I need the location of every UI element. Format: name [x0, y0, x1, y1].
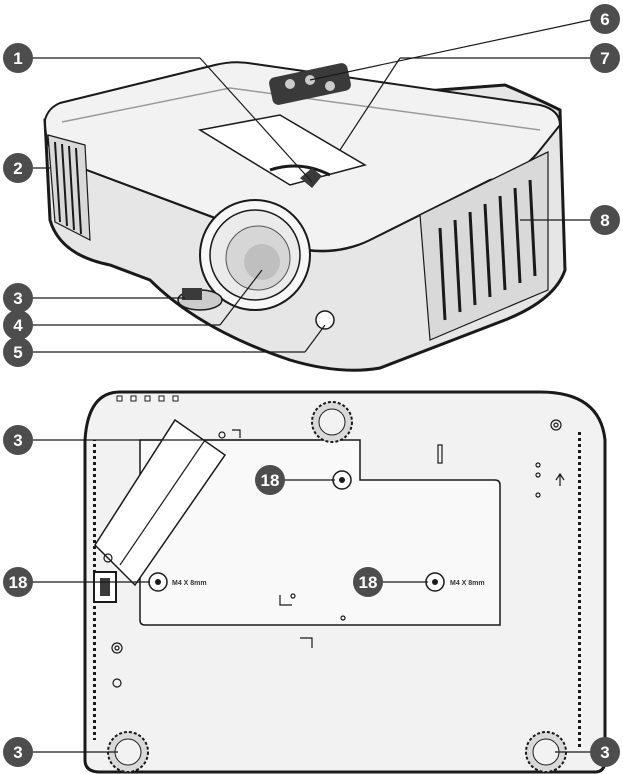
- callout-6: 6: [590, 4, 620, 34]
- misc-markings: [103, 419, 565, 688]
- svg-text:7: 7: [600, 49, 609, 68]
- callout-7: 7: [590, 43, 620, 73]
- callout-4: 4: [3, 310, 33, 340]
- svg-text:3: 3: [13, 289, 22, 308]
- svg-text:3: 3: [13, 743, 22, 762]
- svg-text:2: 2: [13, 159, 22, 178]
- projection-lens: [199, 199, 311, 311]
- svg-text:3: 3: [13, 431, 22, 450]
- callout-3-bottom-left: 3: [3, 737, 33, 767]
- callout-18-left: 18: [3, 567, 33, 597]
- callout-3-bottom-top: 3: [3, 425, 33, 455]
- svg-text:1: 1: [13, 49, 22, 68]
- adjuster-foot-rear-top: [311, 401, 353, 443]
- mount-hole-left: [148, 572, 168, 592]
- svg-text:5: 5: [13, 343, 22, 362]
- mounting-plate: [139, 439, 501, 626]
- callout-3-front: 3: [3, 283, 33, 313]
- security-slot: [93, 571, 117, 603]
- svg-text:18: 18: [359, 573, 378, 592]
- callout-18-top: 18: [255, 465, 285, 495]
- mount-label-right: M4 X 8mm: [450, 580, 485, 587]
- svg-text:3: 3: [600, 743, 609, 762]
- callouts: 1 2 3 4 5 6 7 8: [3, 4, 620, 767]
- right-vent-dots: [578, 430, 581, 750]
- left-vent: [47, 134, 91, 242]
- callout-18-right: 18: [353, 567, 383, 597]
- svg-text:8: 8: [600, 211, 609, 230]
- right-vent: [419, 151, 549, 341]
- adjuster-foot-rear-left: [107, 731, 149, 773]
- mount-hole-right: [425, 572, 445, 592]
- svg-text:6: 6: [600, 10, 609, 29]
- projector-bottom-view: M4 X 8mm M4 X 8mm: [28, 390, 607, 774]
- ir-sensor: [315, 310, 335, 330]
- top-ridge-line: [61, 87, 541, 131]
- callout-8: 8: [590, 205, 620, 235]
- mount-label-left: M4 X 8mm: [172, 580, 207, 587]
- projector-top-view: [28, 18, 596, 372]
- mount-hole-top: [332, 470, 352, 490]
- focus-ring-icon: [300, 168, 322, 188]
- callout-1: 1: [3, 43, 33, 73]
- callout-3-bottom-right: 3: [590, 737, 620, 767]
- top-dots-row: [116, 395, 179, 402]
- svg-text:18: 18: [261, 471, 280, 490]
- cable-band: [94, 418, 227, 587]
- adjuster-foot-front: [177, 288, 223, 311]
- callout-2: 2: [3, 153, 33, 183]
- svg-text:4: 4: [13, 316, 23, 335]
- callout-5: 5: [3, 337, 33, 367]
- svg-text:18: 18: [9, 573, 28, 592]
